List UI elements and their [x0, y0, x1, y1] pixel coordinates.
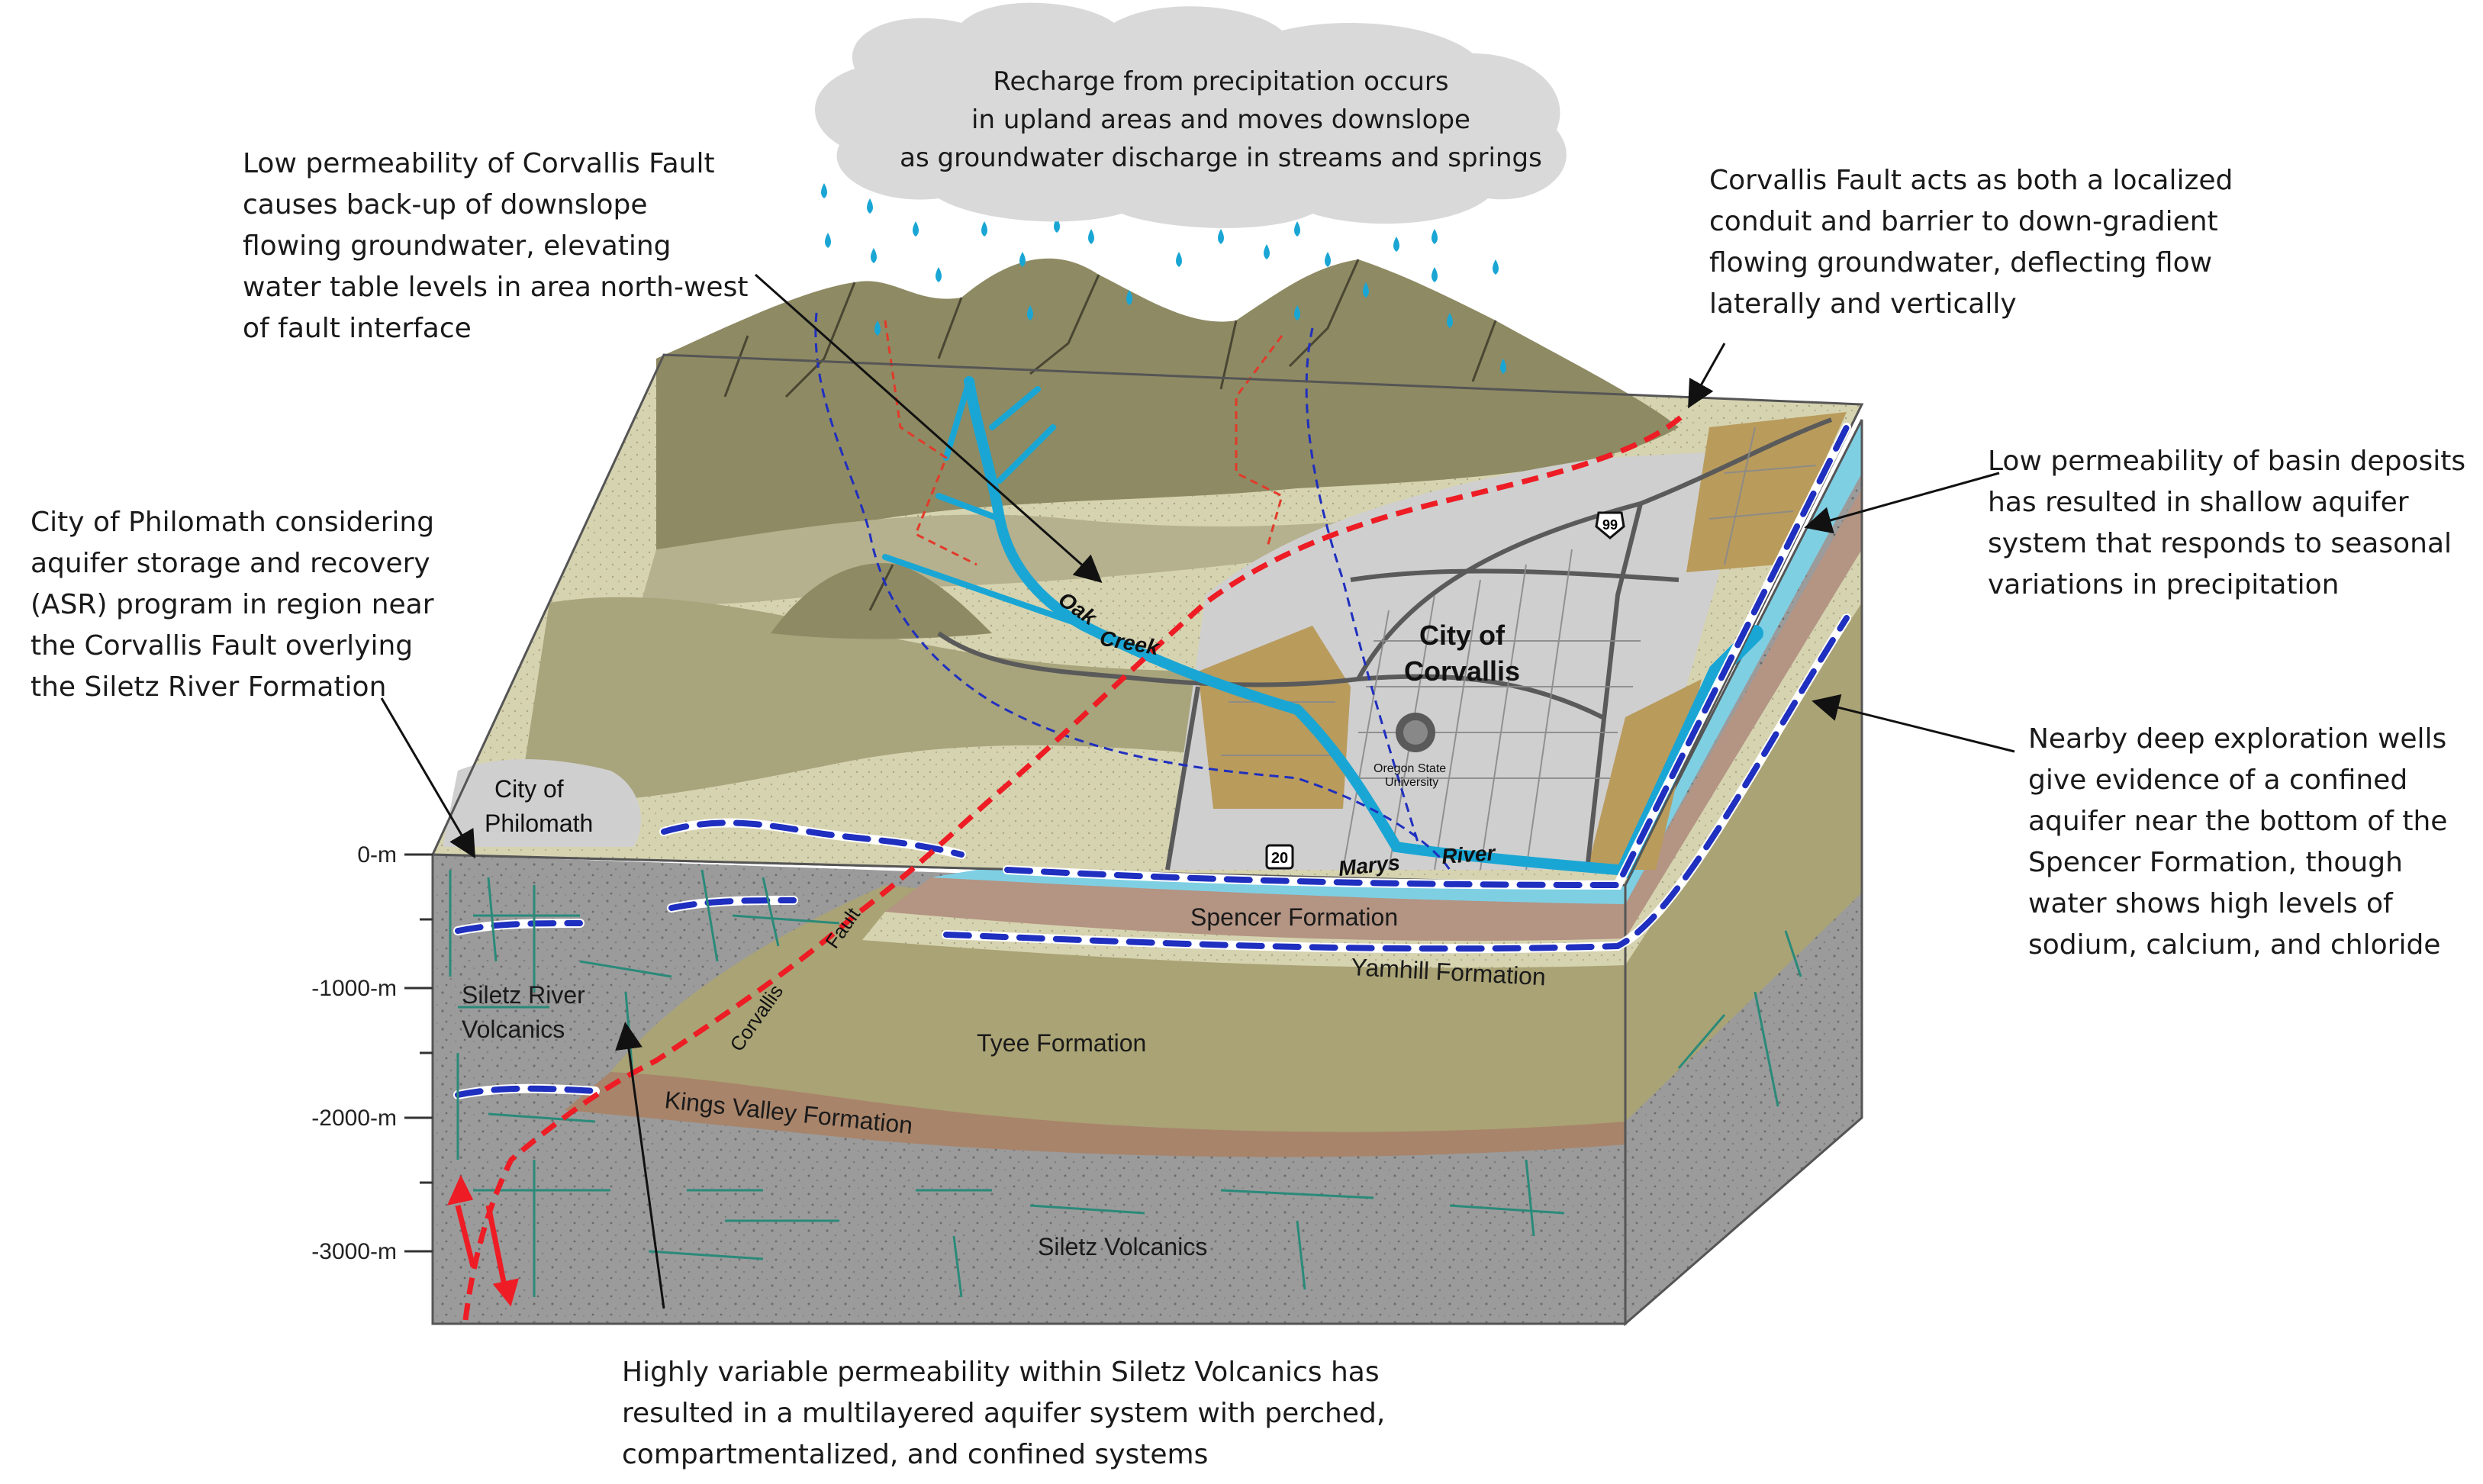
spencer-formation-label: Spencer Formation [1190, 903, 1398, 931]
university-label: Oregon State [1374, 762, 1446, 775]
top-surface [430, 258, 1864, 887]
philomath-asr-annotation: City of Philomath considering aquifer st… [31, 507, 435, 703]
agricultural-field [1198, 626, 1351, 809]
agricultural-field [1686, 412, 1847, 572]
depth-tick-label: -2000-m [311, 1106, 397, 1131]
kings-valley-formation-layer [565, 1072, 1625, 1157]
low-permeability-fault-annotation: Low permeability of Corvallis Fault caus… [243, 148, 749, 344]
corvallis-fault-line [462, 410, 1689, 1321]
aquifer-boundaries [453, 423, 1851, 1099]
siletz-river-volcanics-label: Siletz River [462, 981, 585, 1009]
exploration-wells-annotation: Nearby deep exploration wells give evide… [2028, 723, 2448, 961]
siletz-volcanics-label: Siletz Volcanics [1038, 1233, 1207, 1260]
fracture-network [449, 869, 1802, 1298]
marys-river-label: River [1441, 841, 1497, 868]
philomath-label: Philomath [485, 810, 593, 837]
corvallis-label: City of [1419, 620, 1506, 651]
precipitation-drops [821, 183, 1506, 374]
depth-axis [404, 853, 433, 1253]
recharge-annotation: Recharge from precipitation occurs in up… [900, 66, 1542, 173]
depth-tick-label: -3000-m [311, 1239, 397, 1264]
annotation-leaders [380, 273, 2015, 1309]
us-20-shield-icon: 20 [1265, 844, 1294, 870]
depth-tick-label: -1000-m [311, 976, 397, 1001]
spencer-formation-layer [885, 877, 1625, 942]
svg-text:20: 20 [1271, 850, 1288, 867]
siletz-river-volcanics-label: Volcanics [462, 1016, 565, 1043]
depth-tick-label: 0-m [357, 842, 397, 868]
fault-conduit-annotation: Corvallis Fault acts as both a localized… [1709, 165, 2233, 320]
cloud [814, 2, 1567, 228]
philomath-city-area [443, 759, 641, 847]
fault-motion-arrows [446, 1174, 519, 1307]
university-label: University [1385, 776, 1438, 789]
upland-mountains [656, 258, 1679, 549]
philomath-label: City of [494, 775, 564, 803]
basin-deposits-annotation: Low permeability of basin deposits has r… [1988, 446, 2466, 600]
agricultural-field [1587, 679, 1702, 870]
right-face [1624, 419, 1863, 1327]
front-face [431, 853, 1627, 1325]
or-99-shield-icon: 99 [1595, 511, 1625, 539]
university-seal-icon [1396, 713, 1435, 752]
siletz-permeability-annotation: Highly variable permeability within Sile… [622, 1357, 1386, 1470]
svg-text:99: 99 [1602, 517, 1618, 533]
tyee-formation-label: Tyee Formation [977, 1029, 1146, 1057]
corvallis-label: Corvallis [1404, 655, 1520, 687]
